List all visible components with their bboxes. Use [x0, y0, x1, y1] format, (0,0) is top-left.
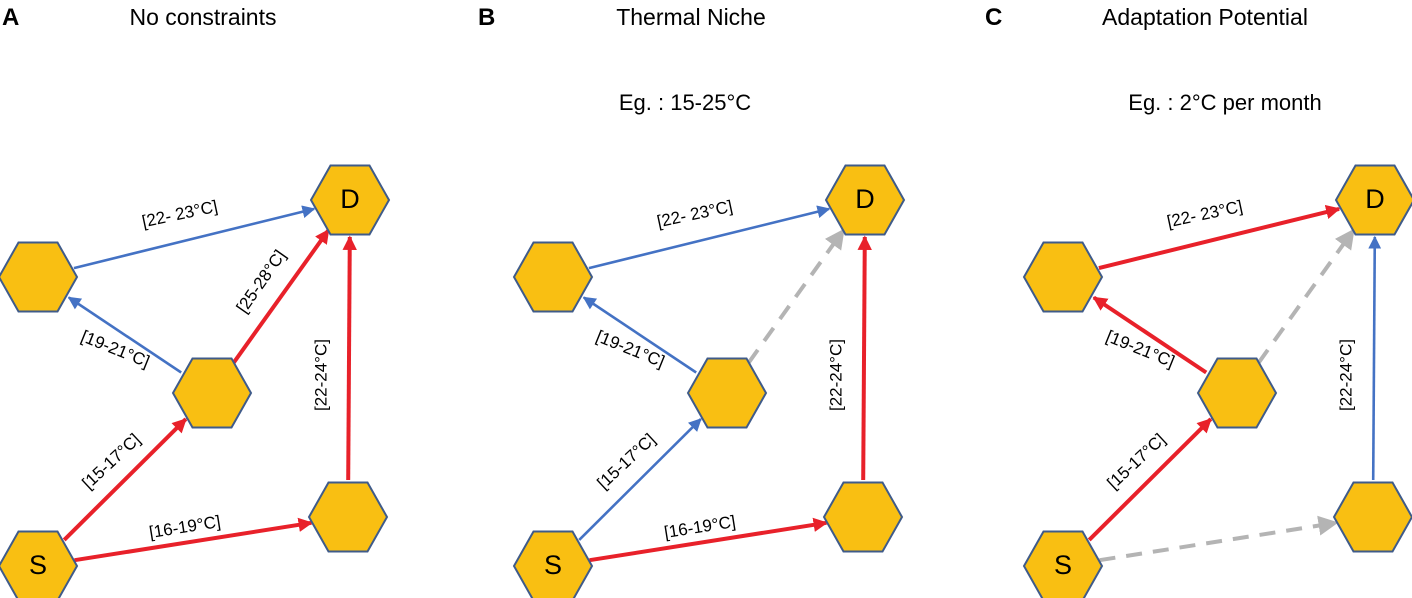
- edge-mid-d: [231, 228, 331, 365]
- node-left: [0, 241, 79, 313]
- edge-mid-left: [1092, 295, 1208, 375]
- edge-label-s-mid: [15-17°C]: [1103, 430, 1169, 493]
- edge-label-br-d: [22-24°C]: [826, 339, 845, 411]
- edge-label-left-d: [22- 23°C]: [655, 197, 734, 232]
- edge-s-br: [74, 517, 313, 563]
- panel-title: Thermal Niche: [616, 4, 766, 30]
- node-br: [307, 481, 389, 553]
- node-label-d: D: [1365, 184, 1385, 214]
- node-label-s: S: [1054, 550, 1072, 580]
- node-left: [512, 241, 594, 313]
- panel-subtitle: Eg. : 2°C per month: [1128, 90, 1321, 115]
- edge-br-d: [857, 235, 872, 481]
- edge-s-mid: [578, 418, 702, 541]
- panel-letter: C: [985, 4, 1002, 31]
- edge-label-mid-d: [25-28°C]: [233, 246, 290, 316]
- node-mid: [171, 357, 253, 429]
- edge-label-left-d: [22- 23°C]: [1165, 197, 1244, 232]
- panel-subtitle: Eg. : 15-25°C: [619, 90, 751, 115]
- node-br: [822, 481, 904, 553]
- node-d: [1334, 164, 1412, 236]
- edge-left-d: [588, 205, 831, 270]
- edge-label-br-d: [22-24°C]: [1336, 339, 1355, 411]
- edge-br-d: [1368, 235, 1382, 481]
- panel-title: Adaptation Potential: [1102, 4, 1308, 30]
- node-mid: [1196, 357, 1278, 429]
- edge-label-mid-left: [19-21°C]: [78, 327, 152, 372]
- edge-mid-left: [582, 296, 697, 374]
- panel-letter: B: [478, 4, 495, 31]
- edge-s-mid: [1087, 417, 1213, 542]
- node-br: [1332, 481, 1412, 553]
- node-label-d: D: [340, 184, 360, 214]
- edge-mid-left: [67, 296, 182, 374]
- edge-label-mid-left: [19-21°C]: [1103, 327, 1177, 372]
- node-d: [824, 164, 906, 236]
- edge-left-d: [1098, 205, 1341, 271]
- node-left: [1022, 241, 1104, 313]
- edge-s-br: [1099, 515, 1339, 563]
- edge-label-s-mid: [15-17°C]: [78, 430, 144, 493]
- edge-s-br: [589, 517, 828, 563]
- node-label-s: S: [29, 550, 47, 580]
- node-s: [1022, 530, 1104, 598]
- panel-title: No constraints: [129, 4, 276, 30]
- node-label-d: D: [855, 184, 875, 214]
- edge-label-left-d: [22- 23°C]: [140, 197, 219, 232]
- node-d: [309, 164, 391, 236]
- panel-letter: A: [2, 4, 19, 31]
- edge-br-d: [342, 235, 357, 481]
- node-s: [512, 530, 594, 598]
- edge-s-mid: [62, 417, 188, 542]
- edge-mid-d: [746, 228, 846, 365]
- edge-label-br-d: [22-24°C]: [311, 339, 330, 411]
- node-mid: [686, 357, 768, 429]
- edge-label-mid-left: [19-21°C]: [593, 327, 667, 372]
- node-label-s: S: [544, 550, 562, 580]
- edge-left-d: [73, 205, 316, 270]
- node-s: [0, 530, 79, 598]
- edge-mid-d: [1256, 228, 1356, 365]
- edge-label-s-mid: [15-17°C]: [593, 430, 659, 493]
